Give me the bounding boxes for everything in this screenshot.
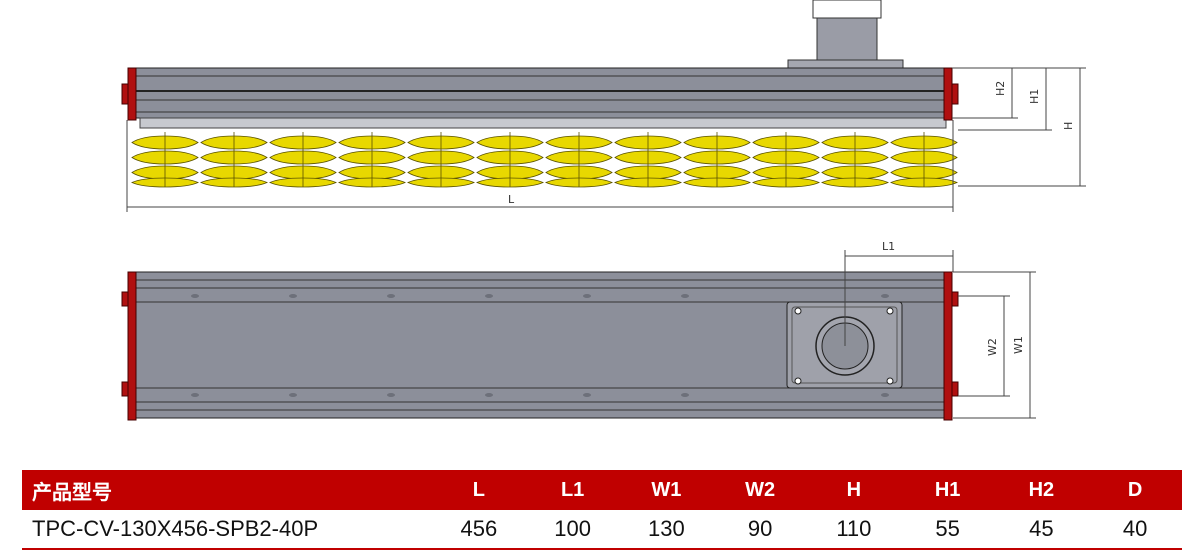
header-H1: H1 bbox=[900, 470, 995, 510]
bellows-cups bbox=[131, 132, 958, 188]
cell-L1: 100 bbox=[525, 510, 620, 550]
dim-label-L1: L1 bbox=[882, 240, 895, 253]
connector-flange bbox=[787, 59, 904, 69]
cell-L: 456 bbox=[432, 510, 526, 550]
front-view bbox=[121, 0, 959, 188]
left-end-cap bbox=[127, 67, 137, 121]
header-H: H bbox=[807, 470, 901, 510]
suction-strip bbox=[139, 117, 947, 129]
cell-W1: 130 bbox=[619, 510, 714, 550]
spec-table: 产品型号 L L1 W1 W2 H H1 H2 D TPC-CV-130X456… bbox=[22, 470, 1182, 550]
front-dimensions bbox=[126, 67, 1086, 212]
header-L1: L1 bbox=[525, 470, 620, 510]
header-D: D bbox=[1088, 470, 1182, 510]
spec-table-header: 产品型号 L L1 W1 W2 H H1 H2 D bbox=[22, 470, 1182, 510]
header-L: L bbox=[432, 470, 526, 510]
cell-H1: 55 bbox=[900, 510, 995, 550]
dim-label-H2: H2 bbox=[994, 81, 1007, 96]
cell-D: 40 bbox=[1088, 510, 1182, 550]
dim-label-L: L bbox=[508, 193, 515, 206]
header-model: 产品型号 bbox=[22, 470, 432, 510]
technical-drawing: L H2 H1 H bbox=[121, 0, 1086, 421]
dim-label-W1: W1 bbox=[1012, 336, 1025, 354]
top-view bbox=[121, 271, 959, 421]
top-connector-cap bbox=[812, 0, 882, 19]
cell-model: TPC-CV-130X456-SPB2-40P bbox=[22, 510, 432, 550]
dim-label-W2: W2 bbox=[986, 338, 999, 356]
cell-H2: 45 bbox=[994, 510, 1089, 550]
header-W1: W1 bbox=[619, 470, 714, 510]
top-dimensions bbox=[844, 250, 1036, 419]
right-end-cap bbox=[943, 67, 953, 121]
dim-label-H1: H1 bbox=[1028, 89, 1041, 104]
header-H2: H2 bbox=[994, 470, 1089, 510]
cell-H: 110 bbox=[807, 510, 901, 550]
dim-label-H: H bbox=[1062, 122, 1075, 130]
top-connector bbox=[816, 15, 878, 65]
table-row: TPC-CV-130X456-SPB2-40P 456 100 130 90 1… bbox=[22, 510, 1182, 550]
header-W2: W2 bbox=[713, 470, 807, 510]
cell-W2: 90 bbox=[713, 510, 807, 550]
